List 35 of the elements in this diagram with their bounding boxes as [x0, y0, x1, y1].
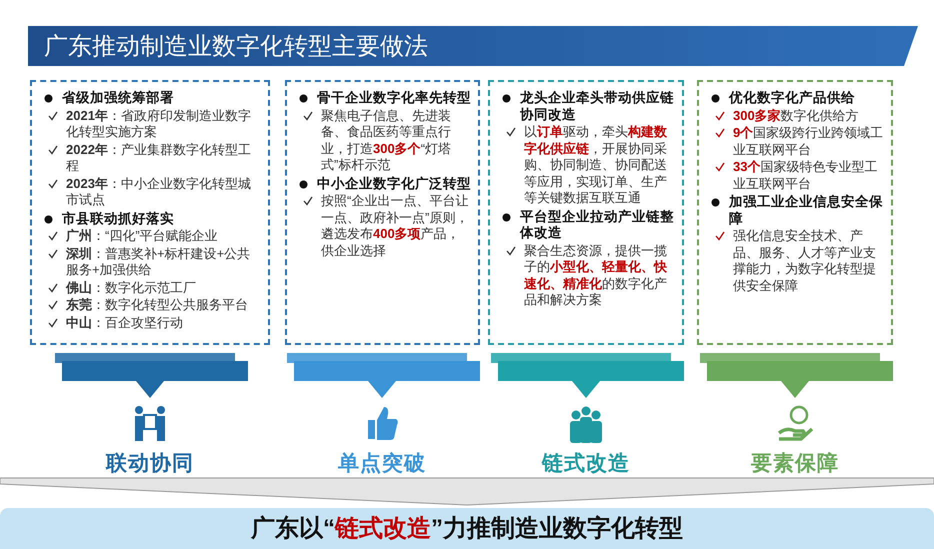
dashed-panel: [30, 80, 270, 345]
check-item: 33个国家级特色专业型工业互联网平台: [733, 159, 878, 190]
check-item: 按照“企业出一点、平台让一点、政府补一点”原则，遴选发布400多项产品，供企业选择: [321, 193, 468, 258]
dashed-panel: [697, 80, 893, 345]
check-item: 广州：“四化”平台赋能企业: [66, 228, 218, 243]
bullet-heading: 平台型企业拉动产业链整体改造: [520, 208, 674, 240]
check-item: 2021年：省政府印发制造业数字化转型实施方案: [66, 108, 251, 139]
pillar-label: 要素保障: [750, 450, 840, 477]
check-item: 2022年：产业集群数字化转型工程: [66, 142, 251, 173]
title: 广东推动制造业数字化转型主要做法: [44, 32, 428, 62]
dashed-panel: [488, 80, 684, 345]
check-item: 强化信息安全技术、产品、服务、人才等产业支撑能力，为数字化转型提供安全保障: [733, 228, 876, 292]
pillar-label: 单点突破: [337, 451, 427, 477]
check-item: 聚合生态资源，提供一揽子的小型化、轻量化、快速化、精准化的数字化产品和解决方案: [524, 242, 667, 307]
check-item: 2023年：中小企业数字化转型城市试点: [66, 176, 251, 207]
conclusion-banner: [0, 508, 934, 549]
check-item: 东莞：数字化转型公共服务平台: [66, 297, 248, 312]
pillar-label: 链式改造: [540, 451, 631, 477]
check-item: 中山：百企攻坚行动: [66, 314, 183, 330]
check-item: 300多家数字化供给方: [733, 108, 859, 122]
bullet-heading: 优化数字化产品供给: [729, 90, 855, 105]
check-item: 聚焦电子信息、先进装备、食品医药等重点行业，打造300多个“灯塔式”标杆示范: [321, 108, 452, 172]
bullet-heading: 龙头企业牵头带动供应链协同改造: [520, 90, 674, 122]
bullet-heading: 市县联动抓好落实: [62, 210, 174, 226]
check-item: 以订单驱动，牵头构建数字化供应链，开展协同采购、协同制造、协同配送等应用，实现订单、生产等关键数据互联互通: [524, 124, 667, 205]
conclusion-text: 广东以“链式改造”力推制造业数字化转型: [251, 515, 683, 542]
bullet-heading: 省级加强统筹部署: [62, 90, 174, 105]
check-item: 佛山：数字化示范工厂: [66, 280, 196, 294]
pillar-label: 联动协同: [104, 451, 195, 477]
check-item: 深圳：普惠奖补+标杆建设+公共服务+加强供给: [66, 246, 250, 277]
bullet-heading: 骨干企业数字化率先转型: [317, 90, 471, 105]
bullet-heading: 中小企业数字化广泛转型: [317, 176, 471, 190]
check-item: 9个国家级跨行业跨领域工业互联网平台: [733, 125, 884, 156]
dashed-panel: [285, 80, 480, 345]
bullet-heading: 加强工业企业信息安全保障: [729, 194, 883, 226]
